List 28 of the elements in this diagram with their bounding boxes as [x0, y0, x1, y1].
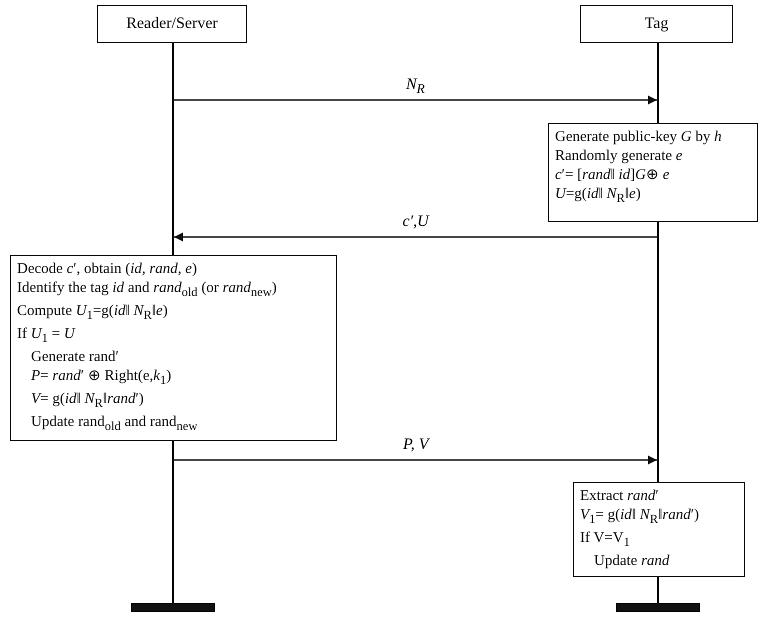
process-box — [573, 482, 745, 577]
participant-name: Tag — [644, 14, 668, 33]
step-text: V$_{1}$= g(id‖ N$_{R}$‖rand′) — [580, 506, 699, 528]
lifeline-header — [580, 5, 733, 43]
lifeline-header — [97, 5, 247, 43]
step-text: Decode c′, obtain (id, rand, e) — [17, 260, 197, 279]
participant-name: Reader/Server — [126, 14, 218, 33]
step-text: Update rand$_{old}$ and rand$_{new}$ — [30, 413, 198, 435]
step-text: U=g(id‖ N$_{R}$‖e) — [555, 185, 641, 207]
step-text: If V=V$_{1}$ — [580, 529, 630, 551]
process-box — [548, 123, 758, 222]
message-arrow — [174, 456, 657, 464]
process-box — [10, 255, 337, 441]
step-text: Randomly generate e — [555, 147, 682, 166]
step-text: P= rand′ ⊕ Right(e,k$_{1}$) — [30, 367, 172, 389]
step-text: Compute U$_{1}$=g(id‖ N$_{R}$‖e) — [17, 302, 168, 324]
step-text: Update rand — [593, 552, 670, 571]
message-label: P, V — [401, 436, 430, 454]
message-label: c′,U — [400, 213, 431, 231]
step-text: V= g(id‖ N$_{R}$‖rand′) — [30, 390, 144, 412]
step-text: Generate public-key G by h — [555, 128, 722, 147]
step-text: Identify the tag id and rand$_{old}$ (or rand$_{new}$) — [17, 279, 277, 301]
message-arrow — [174, 232, 657, 242]
step-text: Extract rand′ — [580, 487, 659, 506]
message-arrow — [174, 96, 657, 104]
step-text: c′= [rand‖ id]G⊕ e — [555, 166, 670, 185]
step-text: If U$_{1}$ = U — [17, 325, 75, 347]
step-text: Generate rand′ — [30, 348, 119, 367]
